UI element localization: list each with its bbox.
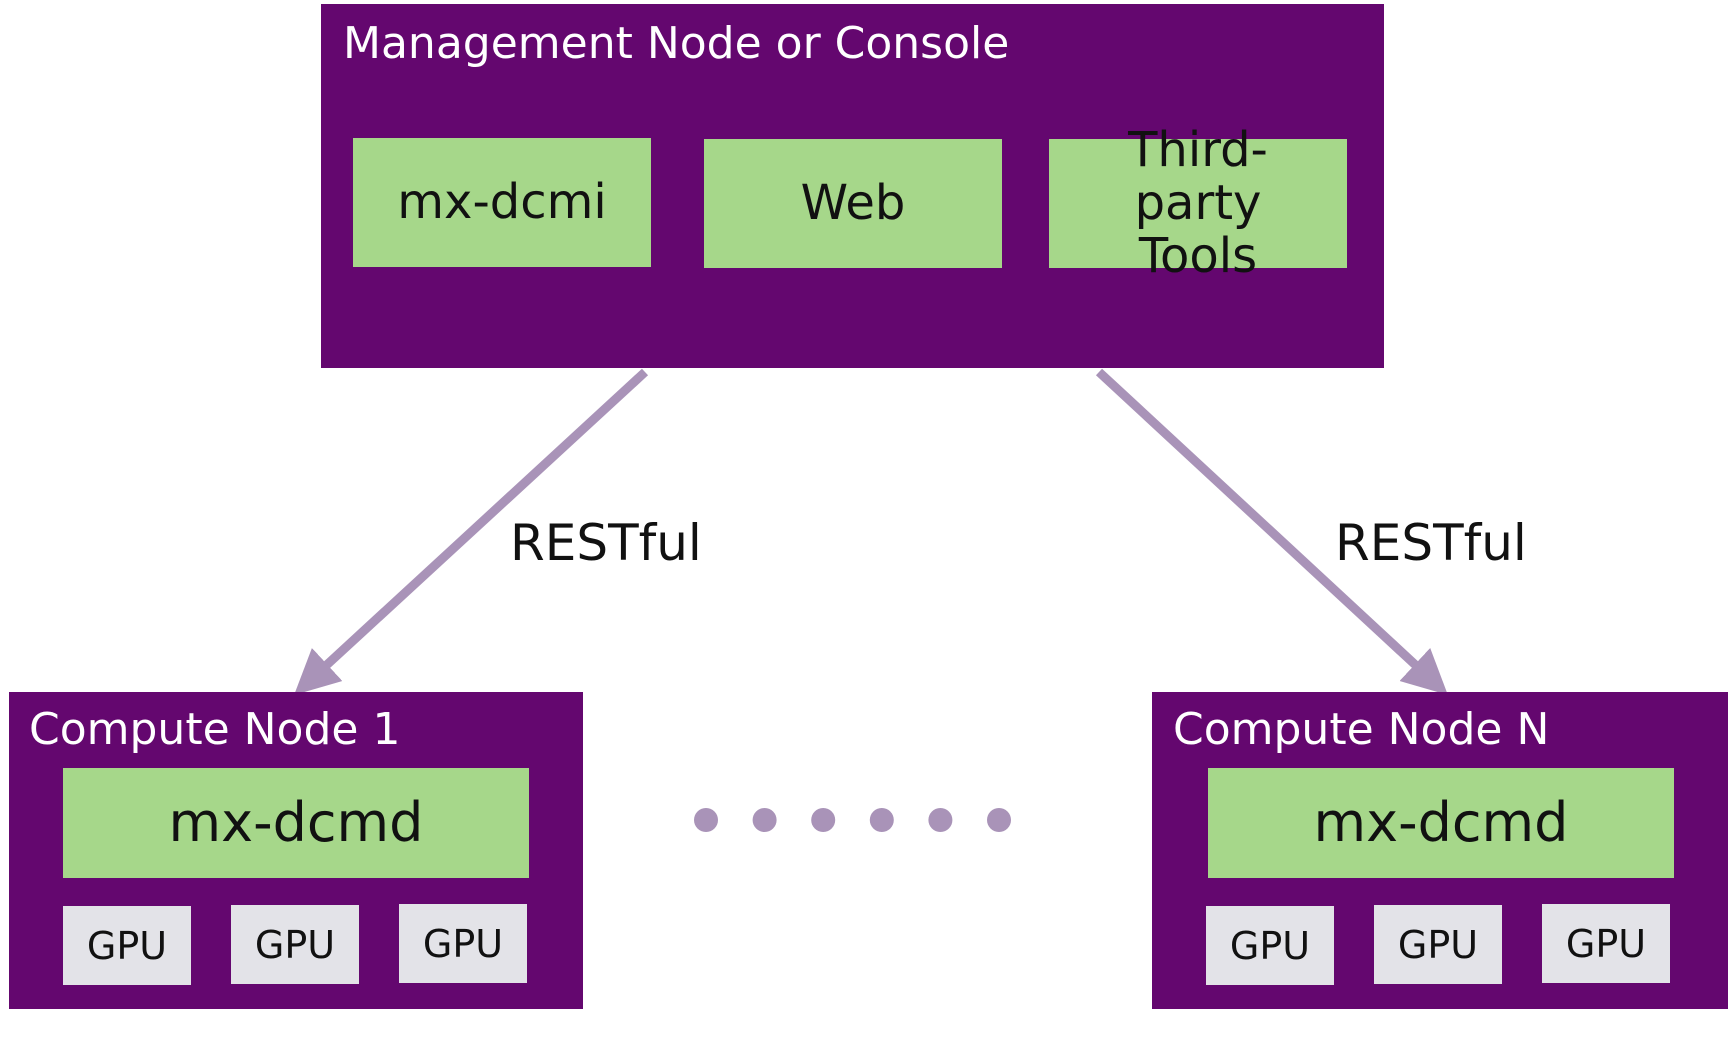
ellipsis-dot	[694, 808, 718, 832]
restful-label-right: RESTful	[1335, 514, 1527, 572]
ellipsis-dot	[752, 808, 777, 832]
mx-dcmd-component: mx-dcmd	[63, 768, 529, 878]
mx-dcmi-component: mx-dcmi	[353, 138, 651, 267]
management-node: Management Node or Console mx-dcmi Web T…	[321, 4, 1384, 368]
gpu-box: GPU	[1542, 904, 1670, 983]
gpu-box: GPU	[231, 905, 359, 984]
compute-node-1: Compute Node 1 mx-dcmd GPU GPU GPU	[9, 692, 583, 1009]
ellipsis-dot	[987, 808, 1011, 832]
third-party-tools-component: Third-party Tools	[1049, 124, 1347, 282]
web-component: Web	[704, 139, 1002, 268]
compute-node-1-title: Compute Node 1	[29, 704, 401, 755]
gpu-box: GPU	[399, 904, 527, 983]
compute-node-n: Compute Node N mx-dcmd GPU GPU GPU	[1152, 692, 1728, 1009]
ellipsis-dot	[811, 808, 836, 832]
restful-arrow-right	[1095, 368, 1448, 696]
ellipsis-dot	[928, 808, 953, 832]
management-node-title: Management Node or Console	[343, 18, 1010, 69]
ellipsis-dot	[869, 808, 894, 832]
restful-label-left: RESTful	[510, 514, 702, 572]
compute-node-n-title: Compute Node N	[1173, 704, 1550, 755]
gpu-box: GPU	[63, 906, 191, 985]
mx-dcmd-component: mx-dcmd	[1208, 768, 1674, 878]
gpu-box: GPU	[1206, 906, 1334, 985]
gpu-box: GPU	[1374, 905, 1502, 984]
ellipsis-dots	[694, 808, 1011, 832]
restful-arrow-left	[294, 368, 649, 695]
